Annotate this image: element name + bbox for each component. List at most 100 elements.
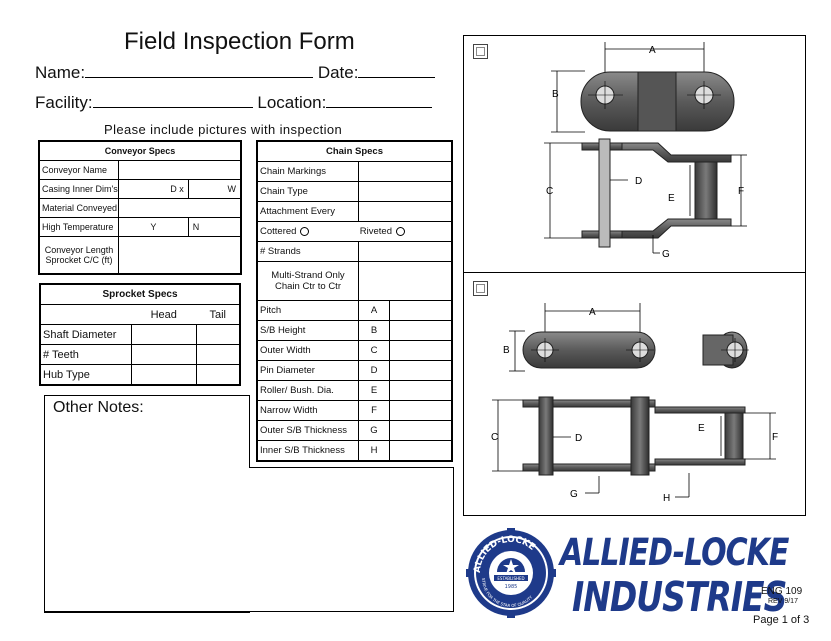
cottered-radio-icon[interactable] xyxy=(300,226,310,236)
date-input-line[interactable] xyxy=(358,62,436,78)
outer-side-plate xyxy=(522,331,656,369)
dim-code: C xyxy=(358,340,390,361)
strands-input[interactable] xyxy=(358,241,453,262)
label-f: F xyxy=(772,432,778,443)
hub-type-tail-input[interactable] xyxy=(195,364,241,386)
pin xyxy=(598,138,611,248)
riveted-option[interactable]: Riveted xyxy=(358,221,453,242)
inner-sb-thickness-input[interactable] xyxy=(389,440,453,462)
name-field-row[interactable]: Name: Date: xyxy=(35,62,436,83)
shaft-diameter-tail-input[interactable] xyxy=(195,324,241,345)
multi-strand-input[interactable] xyxy=(358,261,453,301)
dim-label: Outer S/B Thickness xyxy=(256,420,359,441)
brand-name-line2: INDUSTRIES xyxy=(572,572,787,621)
narrow-width-input[interactable] xyxy=(389,400,453,421)
label-a: A xyxy=(649,45,656,56)
teeth-tail-input[interactable] xyxy=(195,344,241,365)
conveyor-name-label: Conveyor Name xyxy=(38,160,119,180)
dim-label: Pin Diameter xyxy=(256,360,359,381)
table-row: # Teeth xyxy=(39,344,241,365)
outer-sb-thickness-input[interactable] xyxy=(389,420,453,441)
shaft-diameter-label: Shaft Diameter xyxy=(39,324,132,345)
chain-specs-table: Chain Specs Chain Markings Chain Type At… xyxy=(256,140,453,462)
other-notes-box[interactable] xyxy=(44,395,250,613)
sb-height-input[interactable] xyxy=(389,320,453,341)
page-number: Page 1 of 3 xyxy=(753,614,810,626)
conveyor-name-input[interactable] xyxy=(118,160,242,180)
brand-name-line1: ALLIED-LOCKE xyxy=(560,531,789,575)
material-conveyed-label: Material Conveyed xyxy=(38,198,119,218)
label-e: E xyxy=(668,193,675,204)
revision: REV 9/17 xyxy=(768,598,798,605)
dim-label: Narrow Width xyxy=(256,400,359,421)
table-row: Material Conveyed xyxy=(38,198,242,218)
label-d: D xyxy=(575,433,582,444)
casing-dims-w-input[interactable]: W xyxy=(187,179,242,199)
table-row: Conveyor Name xyxy=(38,160,242,180)
pin-diameter-input[interactable] xyxy=(389,360,453,381)
teeth-head-input[interactable] xyxy=(130,344,197,365)
dim-code: B xyxy=(358,320,390,341)
dim-code: D xyxy=(358,360,390,381)
dim-label: Inner S/B Thickness xyxy=(256,440,359,462)
facility-input-line[interactable] xyxy=(92,92,253,108)
roller-chain-checkbox[interactable] xyxy=(473,44,488,59)
outer-width-input[interactable] xyxy=(389,340,453,361)
table-row: Roller/ Bush. Dia.E xyxy=(256,380,453,401)
svg-text:1985: 1985 xyxy=(505,584,518,590)
table-row: Attachment Every xyxy=(256,201,453,222)
high-temp-yes-option[interactable]: Y xyxy=(118,217,189,237)
dim-code: F xyxy=(358,400,390,421)
high-temperature-label: High Temperature xyxy=(38,217,119,237)
dim-label: Outer Width xyxy=(256,340,359,361)
dim-code: H xyxy=(358,440,390,462)
teeth-label: # Teeth xyxy=(39,344,132,365)
label-b: B xyxy=(552,89,559,100)
roller-dia-input[interactable] xyxy=(389,380,453,401)
material-conveyed-input[interactable] xyxy=(118,198,242,218)
notes-border xyxy=(249,395,250,467)
hub-type-label: Hub Type xyxy=(39,364,132,386)
sprocket-specs-table: Sprocket Specs Head Tail Shaft Diameter … xyxy=(39,283,241,386)
chain-markings-label: Chain Markings xyxy=(256,161,359,182)
panel-divider xyxy=(463,272,805,273)
riveted-radio-icon[interactable] xyxy=(396,226,405,236)
dim-label: S/B Height xyxy=(256,320,359,341)
facility-field-row[interactable]: Facility: Location: xyxy=(35,92,433,113)
hub-type-head-input[interactable] xyxy=(130,364,197,386)
cottered-option[interactable]: Cottered xyxy=(256,221,359,242)
attachment-every-input[interactable] xyxy=(358,201,453,222)
chain-markings-input[interactable] xyxy=(358,161,453,182)
chain-type-input[interactable] xyxy=(358,181,453,202)
chain-dimension-diagrams: B A C D E F G B A C D E F G H xyxy=(491,42,778,504)
allied-locke-seal-logo: ALLIED-LOCKE STRIVE FOR THE STAR OF QUAL… xyxy=(466,528,556,618)
shaft-diameter-head-input[interactable] xyxy=(130,324,197,345)
pitch-input[interactable] xyxy=(389,300,453,321)
conveyor-length-input[interactable] xyxy=(118,236,242,275)
table-row: Hub Type xyxy=(39,364,241,386)
date-label: Date: xyxy=(317,63,359,82)
attachment-every-label: Attachment Every xyxy=(256,201,359,222)
label-c: C xyxy=(546,186,553,197)
location-input-line[interactable] xyxy=(326,92,433,108)
table-row: # Strands xyxy=(256,241,453,262)
label-g: G xyxy=(662,249,670,260)
location-label: Location: xyxy=(257,93,327,112)
pintle-chain-checkbox[interactable] xyxy=(473,281,488,296)
name-label: Name: xyxy=(35,63,86,82)
name-input-line[interactable] xyxy=(85,62,314,78)
high-temp-no-option[interactable]: N xyxy=(187,217,242,237)
casing-dims-d-input[interactable]: D x xyxy=(118,179,189,199)
conveyor-specs-title: Conveyor Specs xyxy=(38,140,242,161)
conveyor-specs-table: Conveyor Specs Conveyor Name Casing Inne… xyxy=(38,140,242,275)
dim-code: E xyxy=(358,380,390,401)
